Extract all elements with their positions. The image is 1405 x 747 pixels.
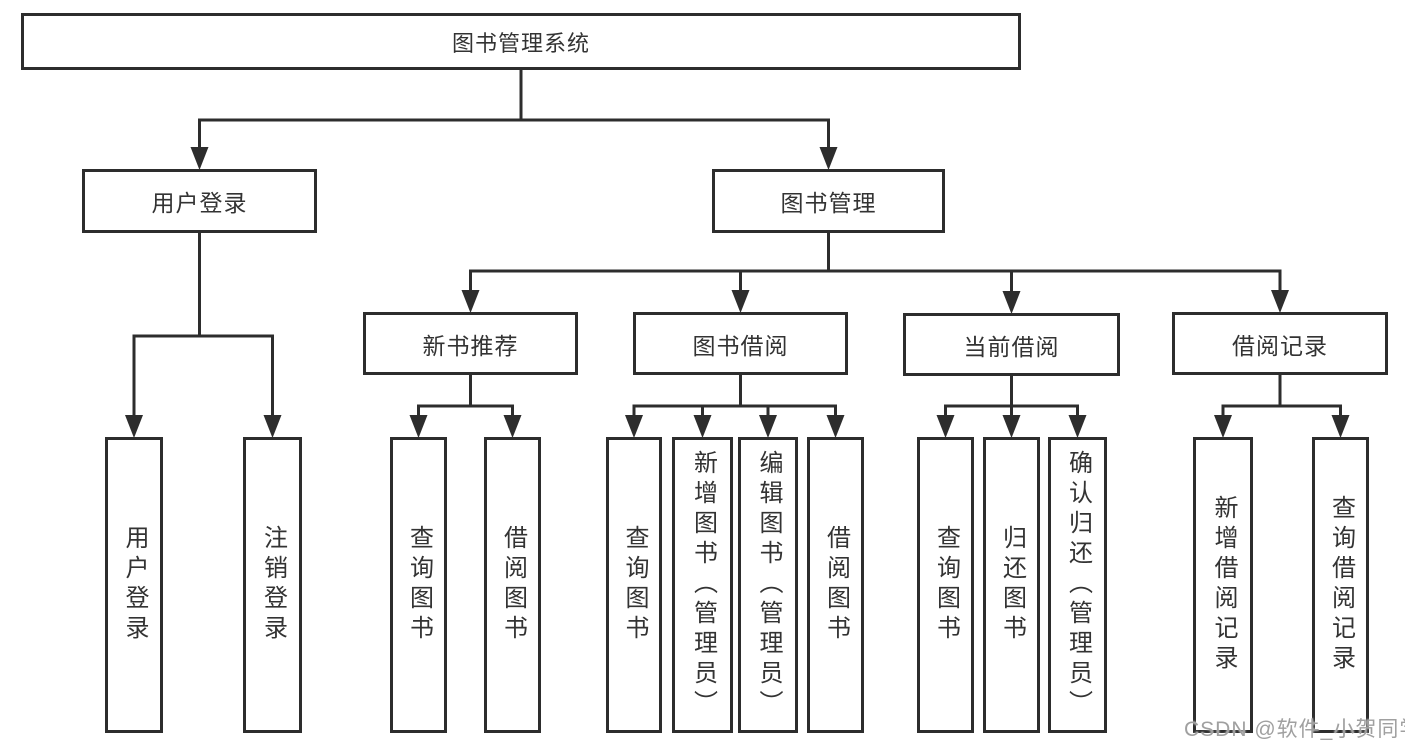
node-user-login-action: 用户登录 [105, 437, 163, 733]
node-book-management: 图书管理 [712, 169, 945, 233]
node-br-add-borrow-record: 新增借阅记录 [1193, 437, 1253, 733]
node-label-cb-query-books: 查询图书 [932, 525, 960, 645]
arrowhead-down-icon [125, 415, 143, 438]
node-label-cb-return-books: 归还图书 [998, 525, 1026, 645]
node-label-br-query-borrow-record: 查询借阅记录 [1327, 495, 1355, 675]
node-label-logout-action: 注销登录 [259, 525, 287, 645]
node-bb-add-books-admin: 新增图书（管理员） [672, 437, 733, 733]
node-label-user-login: 用户登录 [151, 190, 248, 216]
node-user-login: 用户登录 [82, 169, 317, 233]
node-label-new-book-recommend: 新书推荐 [422, 332, 519, 359]
arrowhead-down-icon [190, 147, 209, 170]
node-new-book-recommend: 新书推荐 [363, 312, 578, 375]
node-label-bb-add-books-admin: 新增图书（管理员） [689, 450, 717, 720]
arrowhead-down-icon [936, 415, 955, 438]
arrowhead-down-icon [409, 415, 428, 438]
node-label-br-add-borrow-record: 新增借阅记录 [1210, 495, 1237, 675]
arrowhead-down-icon [1002, 291, 1021, 314]
node-label-book-management: 图书管理 [780, 190, 877, 216]
node-label-user-login-action: 用户登录 [121, 525, 148, 645]
node-label-nbr-borrow-books: 借阅图书 [499, 525, 527, 645]
node-cb-return-books: 归还图书 [983, 437, 1040, 733]
arrowhead-down-icon [759, 415, 777, 438]
node-label-current-borrowing: 当前借阅 [963, 333, 1060, 360]
node-bb-edit-books-admin: 编辑图书（管理员） [738, 437, 798, 733]
arrowhead-down-icon [1214, 415, 1232, 438]
arrowhead-down-icon [1271, 290, 1289, 313]
node-label-nbr-query-books: 查询图书 [405, 525, 433, 645]
arrowhead-down-icon [503, 415, 522, 438]
arrowhead-down-icon [1331, 415, 1350, 438]
arrowhead-down-icon [625, 415, 643, 438]
node-label-cb-confirm-return-admin: 确认归还（管理员） [1064, 450, 1092, 720]
arrowhead-down-icon [1002, 415, 1021, 438]
arrowhead-down-icon [1068, 415, 1087, 438]
watermark: CSDN @软件_小贺同学 [1184, 718, 1405, 741]
node-label-bb-query-books: 查询图书 [621, 525, 648, 645]
arrowhead-down-icon [263, 415, 282, 438]
node-logout-action: 注销登录 [243, 437, 302, 733]
node-cb-query-books: 查询图书 [917, 437, 974, 733]
node-label-borrowing-records: 借阅记录 [1232, 332, 1328, 359]
arrowhead-down-icon [826, 415, 845, 438]
node-bb-query-books: 查询图书 [606, 437, 662, 733]
node-book-borrowing: 图书借阅 [633, 312, 848, 375]
node-nbr-query-books: 查询图书 [390, 437, 447, 733]
node-root: 图书管理系统 [21, 13, 1021, 70]
arrowhead-down-icon [731, 290, 750, 313]
node-bb-borrow-books: 借阅图书 [807, 437, 864, 733]
node-nbr-borrow-books: 借阅图书 [484, 437, 541, 733]
arrowhead-down-icon [461, 290, 480, 313]
arrowhead-down-icon [819, 147, 838, 170]
node-label-bb-borrow-books: 借阅图书 [822, 525, 850, 645]
node-label-root: 图书管理系统 [451, 30, 590, 56]
node-cb-confirm-return-admin: 确认归还（管理员） [1048, 437, 1107, 733]
node-current-borrowing: 当前借阅 [903, 313, 1120, 376]
node-label-bb-edit-books-admin: 编辑图书（管理员） [755, 450, 782, 720]
node-br-query-borrow-record: 查询借阅记录 [1312, 437, 1369, 733]
arrowhead-down-icon [693, 415, 712, 438]
node-label-book-borrowing: 图书借阅 [692, 332, 789, 359]
node-borrowing-records: 借阅记录 [1172, 312, 1388, 375]
